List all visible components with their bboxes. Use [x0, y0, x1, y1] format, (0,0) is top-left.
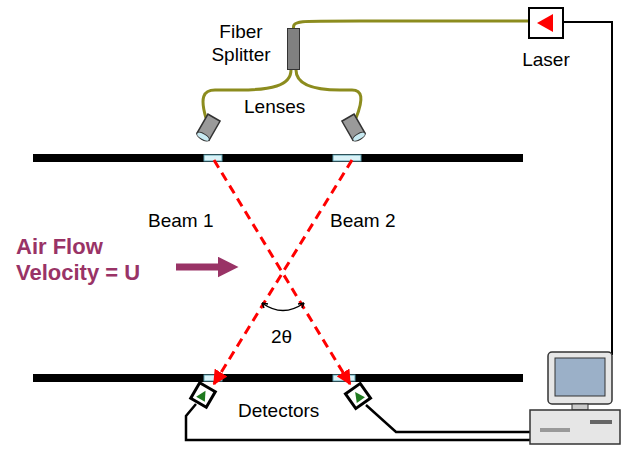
flow-label: Air Flow Velocity = U: [16, 234, 166, 287]
window: [333, 375, 355, 381]
laser-beam: [214, 160, 350, 384]
laser-symbol: [530, 9, 562, 37]
window: [204, 155, 222, 161]
angle-label: 2θ: [271, 326, 292, 349]
signal-wire: [366, 405, 540, 432]
fiber-splitter: Fiber Splitter: [287, 28, 300, 70]
detector: [191, 383, 216, 408]
part-label: Detectors: [238, 400, 319, 423]
laser-beam: [214, 160, 352, 384]
node-label: Laser: [522, 49, 570, 72]
lens: [342, 114, 367, 143]
optical-fiber: [294, 21, 529, 28]
top-wall: [33, 154, 523, 162]
part-label: Lenses: [244, 96, 305, 119]
node-label: Fiber Splitter: [202, 21, 280, 67]
power-wire: [564, 22, 612, 355]
lens: [195, 114, 220, 143]
laser-triangle: [537, 14, 553, 32]
bottom-wall: [33, 374, 523, 382]
window: [333, 155, 361, 161]
angle-arc: [262, 303, 304, 311]
laser-box: Laser: [528, 7, 564, 39]
beam-label: Beam 2: [330, 210, 395, 233]
angle-tick: [262, 303, 304, 308]
flow-arrow: [176, 264, 228, 271]
optical-fiber: [296, 70, 361, 118]
beam-label: Beam 1: [148, 210, 213, 233]
computer: [530, 352, 620, 444]
